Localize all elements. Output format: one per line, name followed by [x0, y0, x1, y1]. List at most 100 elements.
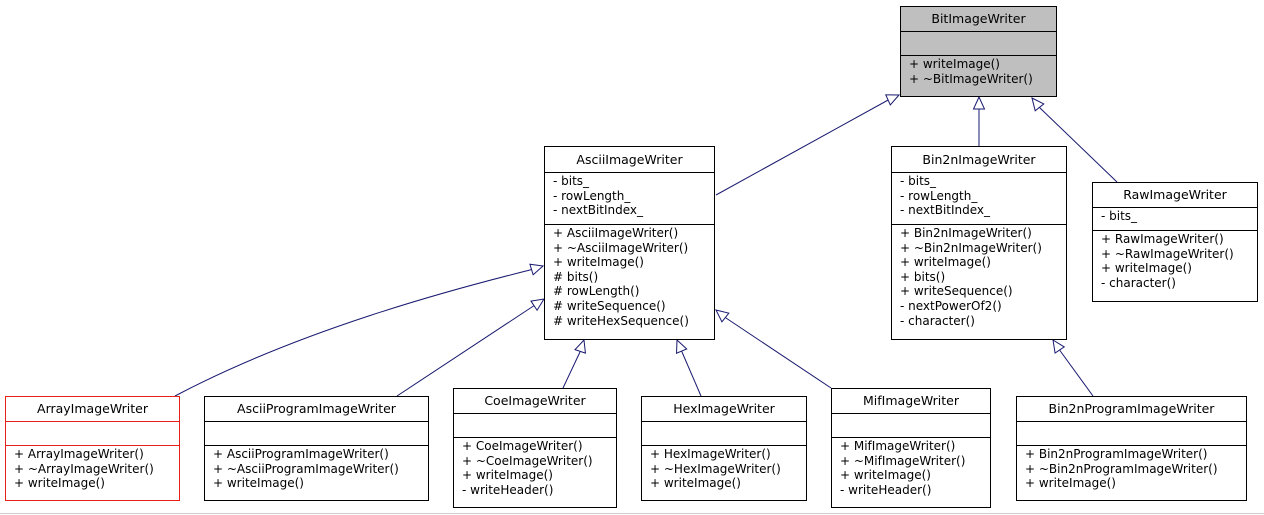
attribute-line: - nextBitIndex_	[553, 203, 644, 218]
method-line: + writeImage()	[1101, 261, 1192, 276]
class-box-ascii-program-image-writer[interactable]: AsciiProgramImageWriter + AsciiProgramIma…	[204, 396, 429, 501]
method-line: + CoeImageWriter()	[462, 439, 583, 453]
method-line: + bits()	[900, 269, 946, 284]
class-box-bin2n-program-image-writer[interactable]: Bin2nProgramImageWriter + Bin2nProgramIma…	[1016, 396, 1247, 501]
class-name: Bin2nProgramImageWriter	[1048, 401, 1215, 416]
inheritance-arrowhead-icon	[715, 309, 730, 323]
inheritance-arrowhead-icon	[972, 95, 986, 110]
inheritance-arrowhead-icon	[1031, 97, 1045, 112]
method-line: + AsciiProgramImageWriter()	[213, 447, 389, 461]
method-line: - character()	[900, 313, 975, 328]
edge-ascii-to-bit	[715, 98, 891, 196]
method-line: + ~MifImageWriter()	[840, 453, 966, 468]
inheritance-arrowhead-icon	[530, 298, 545, 312]
method-line: + Bin2nProgramImageWriter()	[1025, 447, 1208, 461]
attributes-section	[6, 421, 179, 445]
method-line: + ~RawImageWriter()	[1101, 246, 1234, 261]
class-name: RawImageWriter	[1123, 187, 1227, 202]
class-name: HexImageWriter	[673, 401, 775, 416]
edge-asciiprog-to-ascii	[396, 304, 536, 397]
inheritance-arrowhead-icon	[676, 338, 688, 354]
inheritance-arrowhead-icon	[1052, 339, 1066, 354]
methods-section: + HexImageWriter()+ ~HexImageWriter()+ w…	[642, 445, 806, 500]
attribute-line: - rowLength_	[553, 188, 631, 203]
attributes-section	[205, 421, 428, 445]
method-line: - writeHeader()	[840, 482, 932, 497]
method-line: + ~Bin2nProgramImageWriter()	[1025, 461, 1218, 476]
edge-raw-to-bit	[1039, 107, 1118, 183]
method-line: + ~ArrayImageWriter()	[14, 461, 154, 476]
method-line: + AsciiImageWriter()	[553, 226, 679, 240]
class-box-hex-image-writer[interactable]: HexImageWriter + HexImageWriter()+ ~HexIm…	[641, 396, 807, 501]
attribute-line: - bits_	[553, 174, 590, 188]
attributes-section: - bits_- rowLength_- nextBitIndex_	[545, 172, 714, 224]
class-box-mif-image-writer[interactable]: MifImageWriter + MifImageWriter()+ ~MifIm…	[831, 388, 991, 508]
method-line: # writeSequence()	[553, 298, 666, 313]
method-line: + RawImageWriter()	[1101, 232, 1224, 246]
class-name: Bin2nImageWriter	[922, 152, 1036, 167]
method-line: + ~BitImageWriter()	[909, 71, 1033, 86]
class-name: AsciiImageWriter	[576, 152, 683, 167]
methods-section: + RawImageWriter()+ ~RawImageWriter()+ w…	[1093, 230, 1257, 301]
method-line: # rowLength()	[553, 284, 640, 299]
method-line: - character()	[1101, 275, 1176, 290]
method-line: + HexImageWriter()	[650, 447, 771, 461]
method-line: + ~HexImageWriter()	[650, 461, 781, 476]
method-line: + writeImage()	[462, 468, 553, 483]
methods-section: + writeImage()+ ~BitImageWriter()	[901, 55, 1056, 96]
class-box-raw-image-writer[interactable]: RawImageWriter- bits_+ RawImageWriter()+…	[1092, 182, 1258, 302]
class-box-bit-image-writer[interactable]: BitImageWriter + writeImage()+ ~BitImageW…	[900, 6, 1057, 97]
method-line: + ~CoeImageWriter()	[462, 453, 593, 468]
class-name: MifImageWriter	[863, 393, 959, 408]
attribute-line: - bits_	[1101, 209, 1138, 223]
method-line: + writeImage()	[14, 476, 105, 491]
class-name: BitImageWriter	[931, 11, 1026, 26]
inheritance-arrowhead-icon	[885, 94, 901, 106]
attributes-section	[454, 413, 616, 437]
attributes-section: - bits_	[1093, 207, 1257, 230]
class-box-array-image-writer[interactable]: ArrayImageWriter + ArrayImageWriter()+ ~A…	[5, 396, 180, 501]
method-line: # writeHexSequence()	[553, 313, 689, 328]
edge-array-to-ascii	[174, 269, 531, 397]
class-name: AsciiProgramImageWriter	[237, 401, 396, 416]
method-line: + writeImage()	[213, 476, 304, 491]
method-line: + writeImage()	[900, 255, 991, 270]
class-name: CoeImageWriter	[484, 393, 586, 408]
method-line: # bits()	[553, 269, 599, 284]
method-line: + MifImageWriter()	[840, 439, 956, 453]
class-name: ArrayImageWriter	[37, 401, 148, 416]
attribute-line: - nextBitIndex_	[900, 203, 991, 218]
class-box-bin2n-image-writer[interactable]: Bin2nImageWriter- bits_- rowLength_- nex…	[891, 146, 1067, 340]
method-line: + writeImage()	[650, 476, 741, 491]
method-line: + writeImage()	[553, 255, 644, 270]
methods-section: + AsciiImageWriter()+ ~AsciiImageWriter(…	[545, 224, 714, 339]
methods-section: + CoeImageWriter()+ ~CoeImageWriter()+ w…	[454, 437, 616, 507]
edge-bin2nprog-to-bin2n	[1060, 351, 1094, 397]
bottom-divider	[0, 513, 1264, 514]
inheritance-arrowhead-icon	[529, 263, 545, 276]
method-line: + ~AsciiProgramImageWriter()	[213, 461, 399, 476]
method-line: + Bin2nImageWriter()	[900, 226, 1032, 240]
attributes-section	[1017, 421, 1246, 445]
method-line: + ~Bin2nImageWriter()	[900, 240, 1042, 255]
edge-hex-to-ascii	[681, 351, 702, 397]
attributes-section	[832, 413, 990, 437]
methods-section: + Bin2nProgramImageWriter()+ ~Bin2nProgr…	[1017, 445, 1246, 500]
method-line: + writeImage()	[1025, 476, 1116, 491]
method-line: - writeHeader()	[462, 482, 554, 497]
attribute-line: - bits_	[900, 174, 937, 188]
inheritance-arrowhead-icon	[574, 338, 587, 354]
edge-mif-to-ascii	[725, 317, 832, 389]
class-box-ascii-image-writer[interactable]: AsciiImageWriter - bits_- rowLength_- nex…	[544, 146, 715, 340]
methods-section: + AsciiProgramImageWriter()+ ~AsciiProgr…	[205, 445, 428, 500]
methods-section: + ArrayImageWriter()+ ~ArrayImageWriter(…	[6, 445, 179, 500]
method-line: + writeImage()	[840, 468, 931, 483]
class-box-coe-image-writer[interactable]: CoeImageWriter + CoeImageWriter()+ ~CoeIm…	[453, 388, 617, 508]
method-line: + ArrayImageWriter()	[14, 447, 144, 461]
attributes-section	[901, 31, 1056, 55]
method-line: + writeSequence()	[900, 284, 1013, 299]
attributes-section	[642, 421, 806, 445]
method-line: + ~AsciiImageWriter()	[553, 240, 689, 255]
